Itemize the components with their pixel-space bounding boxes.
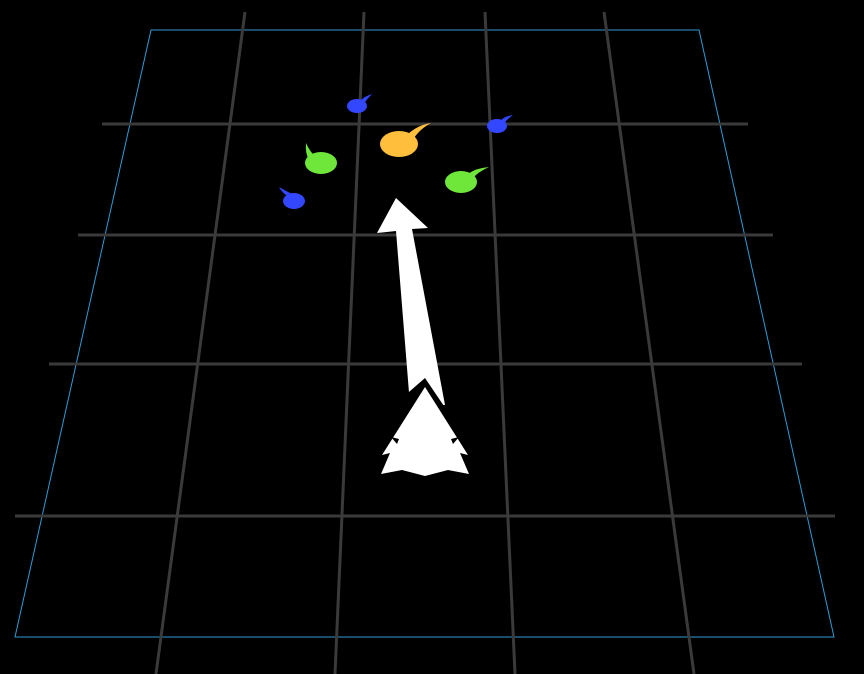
green-blob-icon bbox=[445, 167, 489, 193]
enemies bbox=[279, 94, 513, 209]
blue-blob-icon bbox=[487, 115, 513, 133]
blue-blob-icon bbox=[279, 187, 305, 209]
board-border bbox=[14, 29, 835, 638]
grid-line bbox=[333, 11, 366, 674]
orange-blob-icon bbox=[380, 123, 431, 157]
green-blob-icon bbox=[305, 143, 337, 174]
blue-blob-icon bbox=[347, 94, 372, 113]
aim-arrow-icon bbox=[377, 198, 445, 405]
grid-line bbox=[154, 11, 247, 674]
grid-line bbox=[602, 11, 696, 674]
white-ship-icon[interactable] bbox=[381, 378, 469, 476]
